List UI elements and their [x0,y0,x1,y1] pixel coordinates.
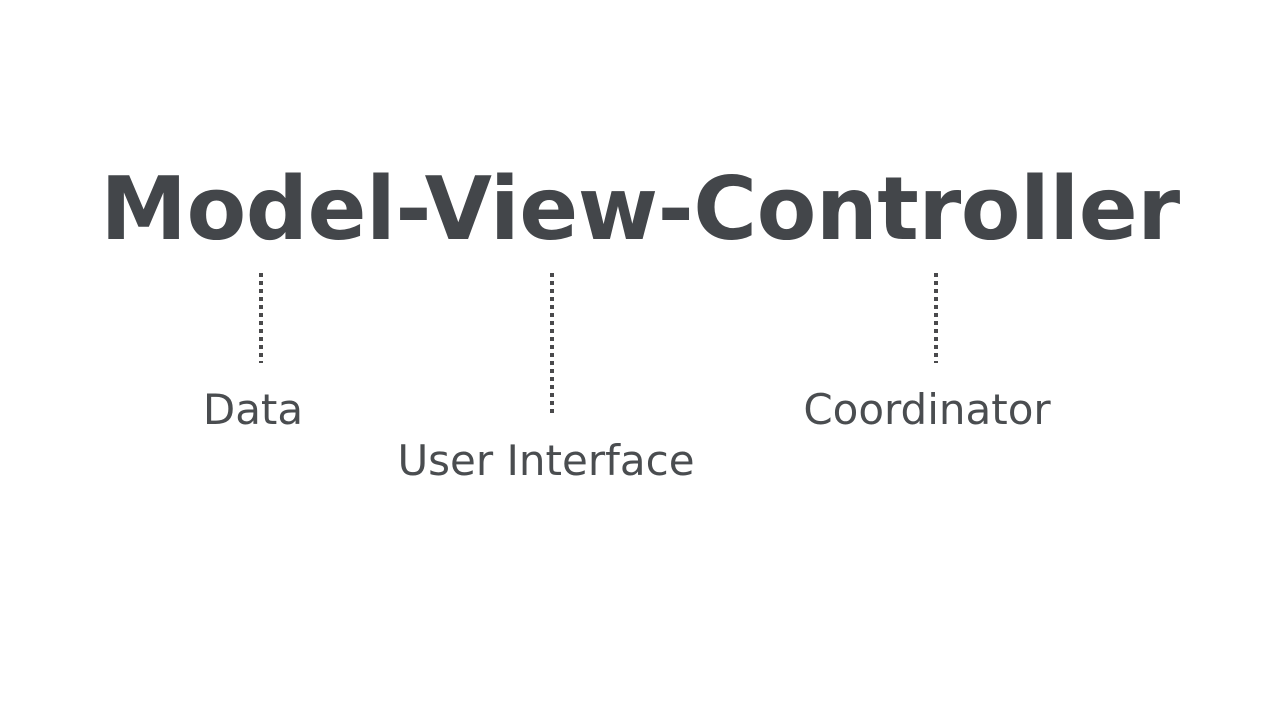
annotation-label-view: User Interface [397,436,695,485]
annotation-label-model: Data [202,385,304,434]
controller-connector-dotted-line [934,273,938,363]
page-title: Model-View-Controller [100,158,1180,260]
view-connector-dotted-line [550,273,554,416]
annotation-label-controller: Coordinator [803,385,1051,434]
model-connector-dotted-line [259,273,263,363]
